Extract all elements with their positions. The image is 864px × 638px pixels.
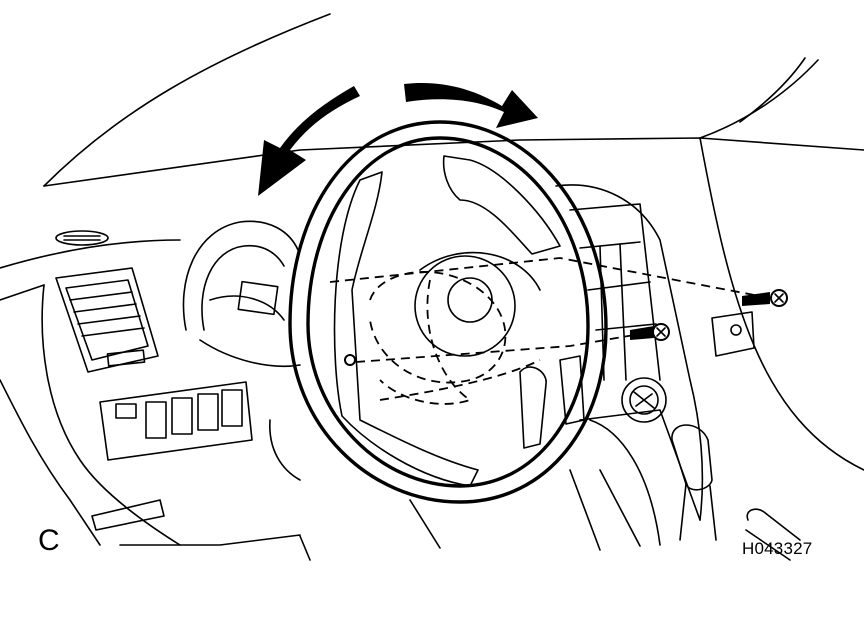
center-knob xyxy=(621,377,667,423)
switch-panel xyxy=(99,381,253,461)
view-letter: C xyxy=(38,524,60,557)
shift-lever xyxy=(671,424,717,541)
hidden-lines xyxy=(329,257,771,405)
parking-brake xyxy=(745,508,801,561)
figure-code: H043327 xyxy=(742,539,813,558)
steering-wheel xyxy=(288,120,608,504)
dashboard-left xyxy=(0,239,301,546)
rotate-right-arrow-icon xyxy=(404,82,538,128)
lower-screw-icon xyxy=(630,323,670,341)
upper-screw-icon xyxy=(742,289,788,307)
screw-bracket xyxy=(711,311,755,357)
lower-pocket xyxy=(91,499,165,531)
left-air-vent xyxy=(55,267,159,373)
windshield-line xyxy=(43,13,864,187)
rotate-left-arrow-icon xyxy=(258,86,360,196)
instrument-cluster xyxy=(182,220,301,368)
steering-column xyxy=(269,419,441,561)
defroster-vent xyxy=(55,230,109,246)
